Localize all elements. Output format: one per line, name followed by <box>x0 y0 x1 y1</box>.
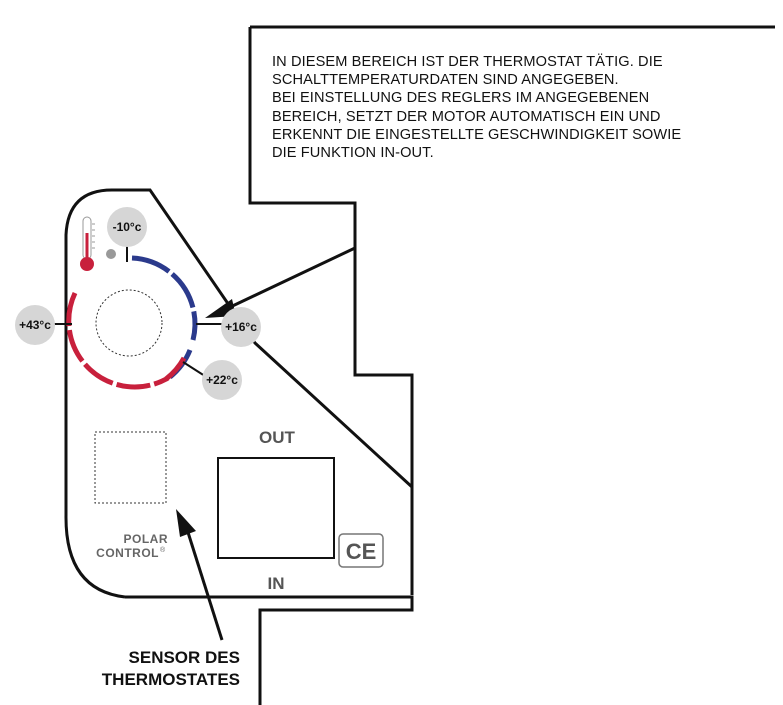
hot-range-arc <box>66 291 170 390</box>
label-plus43: +43°c <box>15 305 55 345</box>
control-panel-outline <box>64 188 414 599</box>
sensor-leader-arrowhead <box>176 509 196 537</box>
thermostat-sensor <box>94 431 167 504</box>
sensor-caption-line: SENSOR DES <box>128 648 240 667</box>
svg-text:+22°c: +22°c <box>206 373 238 387</box>
housing-outline <box>248 25 775 595</box>
svg-text:CONTROL: CONTROL <box>96 546 159 560</box>
info-leader-line <box>223 246 356 312</box>
housing-lower-outline <box>125 595 414 705</box>
control-knob[interactable] <box>95 289 163 357</box>
cold-range-arc <box>131 255 198 341</box>
svg-text:®: ® <box>160 546 166 554</box>
info-line: BEREICH, SETZT DER MOTOR AUTOMATISCH EIN… <box>272 108 661 125</box>
sensor-caption-line: THERMOSTATES <box>101 670 240 689</box>
info-line: IN DIESEM BEREICH IST DER THERMOSTAT TÄT… <box>272 54 663 70</box>
svg-text:+43°c: +43°c <box>19 318 51 332</box>
info-line: DIE FUNKTION IN-OUT. <box>272 145 434 162</box>
thermometer-icon <box>80 216 95 271</box>
info-text-block: IN DIESEM BEREICH IST DER THERMOSTAT TÄT… <box>272 53 782 162</box>
info-line: SCHALTTEMPERATURDATEN SIND ANGEGEBEN. <box>272 72 619 89</box>
sensor-leader-line <box>184 525 224 641</box>
status-dot-icon <box>106 249 116 259</box>
label-plus16: +16°c <box>221 307 261 347</box>
in-label: IN <box>268 574 285 593</box>
svg-text:-10°c: -10°c <box>113 220 142 234</box>
info-line: ERKENNT DIE EINGESTELLTE GESCHWINDIGKEIT… <box>272 126 682 143</box>
out-label: OUT <box>259 428 296 447</box>
in-out-switch[interactable] <box>217 457 335 559</box>
ce-mark: CE <box>338 533 384 568</box>
label-plus22: +22°c <box>202 360 242 400</box>
label-minus10: -10°c <box>107 207 147 247</box>
info-line: BEI EINSTELLUNG DES REGLERS IM ANGEGEBEN… <box>272 90 650 107</box>
sensor-caption: SENSOR DES THERMOSTATES <box>40 647 240 691</box>
hot-range-arc-end <box>164 356 187 381</box>
svg-text:+16°c: +16°c <box>225 320 257 334</box>
polar-control-logo: POLAR CONTROL ® <box>96 532 169 560</box>
svg-text:POLAR: POLAR <box>124 532 169 546</box>
svg-text:CE: CE <box>346 539 377 564</box>
